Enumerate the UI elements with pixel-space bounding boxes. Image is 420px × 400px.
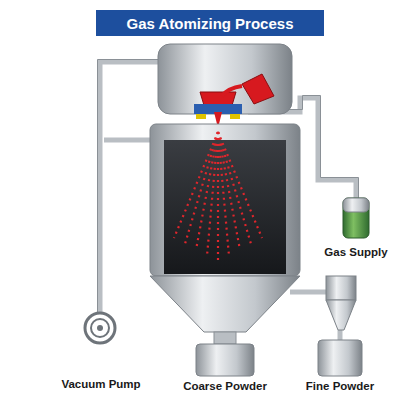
coarse-powder-can: [196, 344, 254, 376]
fine-powder-can: [318, 340, 362, 376]
title: Gas Atomizing Process: [127, 15, 294, 32]
part-label: Coarse Powder: [183, 380, 267, 392]
vacuum-pump: [85, 313, 115, 343]
part-label: Vacuum Pump: [61, 378, 140, 390]
cyclone: [326, 276, 356, 300]
atomizing-tower: [150, 124, 300, 276]
tower-interior: [164, 140, 286, 274]
part-label: Gas Supply: [324, 246, 387, 258]
pipes: [100, 62, 356, 340]
melt-chamber: [158, 44, 292, 114]
spray-droplets: [174, 132, 262, 262]
title-banner: Gas Atomizing Process: [96, 10, 324, 36]
ladle: [242, 74, 274, 104]
gas-cylinder: [343, 198, 369, 238]
pipe-edges: [98, 60, 359, 313]
part-label: Fine Powder: [306, 380, 374, 392]
tower-cone: [150, 276, 300, 332]
